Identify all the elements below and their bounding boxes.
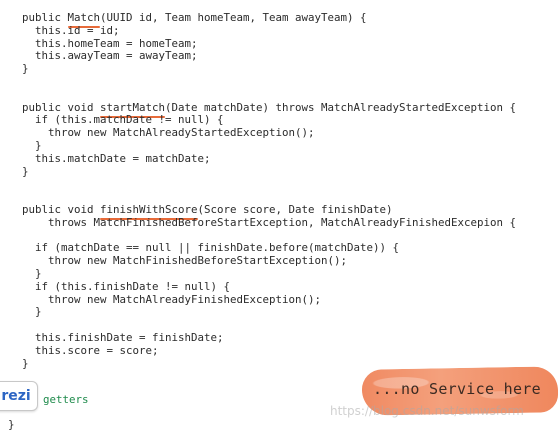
code-line: this.awayTeam = awayTeam; — [22, 49, 198, 63]
code-line: } — [22, 356, 29, 370]
code-line: if (this.finishDate != null) { — [22, 279, 231, 293]
code-line: this.score = score; — [22, 343, 159, 357]
code-line: throw new MatchAlreadyStartedException()… — [22, 126, 315, 140]
code-line: } — [22, 164, 29, 178]
rezi-badge: rezi — [0, 381, 38, 411]
code-line: } — [22, 267, 42, 280]
underlined-identifier: Match — [67, 11, 101, 28]
underlined-identifier: startMatch — [100, 100, 166, 118]
code-line: } — [22, 62, 29, 76]
code-line: public void finishWithScore(Score score,… — [22, 203, 393, 220]
code-line: this.matchDate = matchDate; — [22, 151, 211, 165]
code-line: throws MatchFinishedBeforeStartException… — [22, 215, 517, 229]
code-line: this.finishDate = finishDate; — [22, 331, 224, 344]
code-line: this.id = id; — [22, 23, 120, 37]
code-line: if (matchDate == null || finishDate.befo… — [22, 241, 400, 255]
code-line: } — [22, 305, 42, 319]
closing-brace: } — [8, 418, 15, 431]
code-line: public void startMatch(Date matchDate) t… — [22, 100, 517, 118]
annotation-text: ...no Service here — [373, 380, 541, 398]
getters-label: getters — [43, 393, 89, 406]
underlined-identifier: finishWithScore — [100, 203, 198, 220]
code-line: this.homeTeam = homeTeam; — [22, 36, 198, 50]
code-line: if (this.matchDate != null) { — [22, 113, 224, 127]
code-line: } — [22, 139, 42, 152]
watermark-url: https://blog.csdn.net/sunwsform — [330, 404, 524, 418]
code-line: throw new MatchAlreadyFinishedException(… — [22, 292, 322, 306]
code-line: public Match(UUID id, Team homeTeam, Tea… — [22, 11, 367, 28]
code-line: throw new MatchFinishedBeforeStartExcept… — [22, 254, 348, 268]
